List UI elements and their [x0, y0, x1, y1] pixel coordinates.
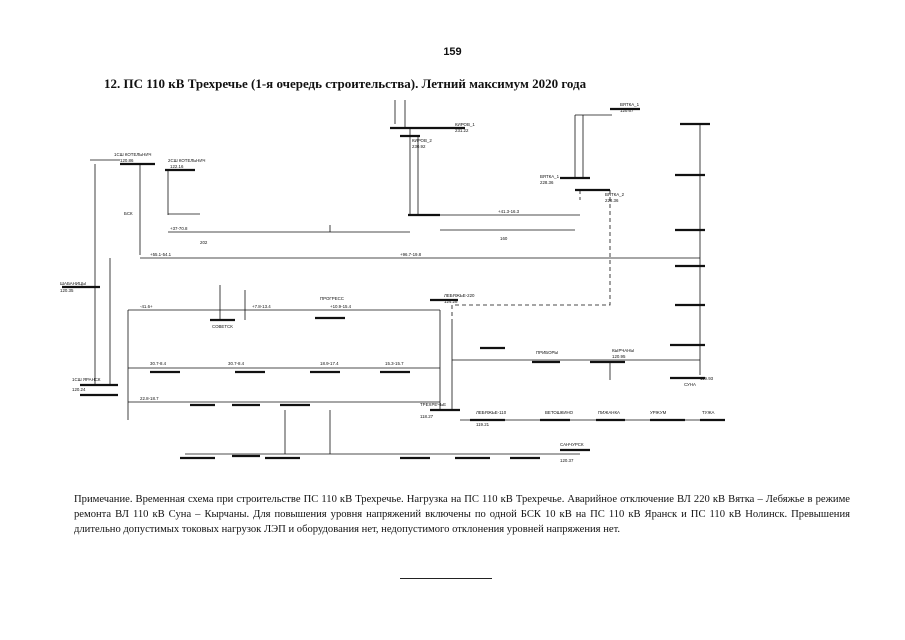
- svg-text:30.7-8.4: 30.7-8.4: [228, 361, 245, 366]
- right-middle-line: ПРИБОРЫ КЫРЧАНЫ 120.95: [452, 346, 700, 380]
- svg-text:ТУЖА: ТУЖА: [702, 410, 715, 415]
- svg-text:ПИЖАНКА: ПИЖАНКА: [598, 410, 620, 415]
- svg-text:120.35: 120.35: [60, 288, 74, 293]
- svg-text:СОВЕТСК: СОВЕТСК: [212, 324, 233, 329]
- svg-text:ЛЕБЯЖЬЕ-220: ЛЕБЯЖЬЕ-220: [444, 293, 475, 298]
- svg-text:120.37: 120.37: [560, 458, 574, 463]
- svg-text:1СШ ЯРАНСК: 1СШ ЯРАНСК: [72, 377, 101, 382]
- page-title: 12. ПС 110 кВ Трехречье (1-я очередь стр…: [104, 76, 587, 91]
- bus-label-kirov2: КИРОВ_2: [412, 138, 432, 143]
- svg-text:+7.8-13.4: +7.8-13.4: [252, 304, 271, 309]
- svg-text:+41.3-16.3: +41.3-16.3: [498, 209, 520, 214]
- svg-text:122.16: 122.16: [170, 164, 184, 169]
- svg-text:124.28: 124.28: [444, 299, 458, 304]
- left-vertical: ШАБАНИЦЫ 120.35 1СШ ЯРАНСК 120.24: [60, 258, 129, 420]
- svg-text:СУНА: СУНА: [684, 382, 696, 387]
- bus-label-kot1: 1СШ КОТЕЛЬНИЧ: [114, 152, 151, 157]
- svg-text:ВЯТКА_1: ВЯТКА_1: [620, 102, 640, 107]
- svg-text:118.27: 118.27: [420, 414, 434, 419]
- svg-text:ТРЕХРЕЧЬЕ: ТРЕХРЕЧЬЕ: [420, 402, 446, 407]
- svg-text:БСК: БСК: [124, 211, 133, 216]
- kotelnich-node: 1СШ КОТЕЛЬНИЧ 120.86 2СШ КОТЕЛЬНИЧ 122.1…: [90, 152, 205, 385]
- footer-rule: [400, 578, 492, 579]
- svg-text:120.86: 120.86: [120, 158, 134, 163]
- bottom-line: САНЧУРСК 120.37: [180, 410, 590, 463]
- svg-text:ПРИБОРЫ: ПРИБОРЫ: [536, 350, 558, 355]
- svg-text:120.67: 120.67: [620, 108, 634, 113]
- svg-text:30.7-8.4: 30.7-8.4: [150, 361, 167, 366]
- svg-text:+37-70.8: +37-70.8: [170, 226, 188, 231]
- svg-text:ПРОГРЕСС: ПРОГРЕСС: [320, 296, 344, 301]
- vyatka-220-node: ВЯТКА_1 228.36 ВЯТКА_2 228.36 ВЯТКА_1 12…: [540, 102, 710, 203]
- svg-text:+10.9-15.4: +10.9-15.4: [330, 304, 352, 309]
- svg-text:15.3-15.7: 15.3-15.7: [385, 361, 404, 366]
- svg-text:230.92: 230.92: [412, 144, 426, 149]
- kirov-220-node: КИРОВ_1 231.22 КИРОВ_2 230.92: [390, 100, 475, 217]
- bus-label-kirov1: КИРОВ_1: [455, 122, 475, 127]
- bus-label-vyatka1-220: ВЯТКА_1: [540, 174, 560, 179]
- svg-text:22.8-18.7: 22.8-18.7: [140, 396, 159, 401]
- svg-text:18.9-17.4: 18.9-17.4: [320, 361, 339, 366]
- middle-line: 30.7-8.4 30.7-8.4 18.9-17.4 15.3-15.7: [128, 310, 453, 410]
- svg-text:119.21: 119.21: [476, 422, 490, 427]
- svg-text:120.95: 120.95: [612, 354, 626, 359]
- sovetsk-progress-line: -41.6+ +7.8-13.4 +10.9-15.4 СОВЕТСК ПРОГ…: [128, 285, 475, 329]
- svg-text:ВЕТОШКИНО: ВЕТОШКИНО: [545, 410, 574, 415]
- svg-text:+96.7-19.8: +96.7-19.8: [400, 252, 422, 257]
- svg-text:САНЧУРСК: САНЧУРСК: [560, 442, 584, 447]
- svg-text:160: 160: [500, 236, 508, 241]
- lower-line: 22.8-18.7 ТРЕХРЕЧЬЕ 118.27 ЛЕБЯЖЬЕ-110 1…: [128, 396, 725, 427]
- svg-text:УРЖУМ: УРЖУМ: [650, 410, 667, 415]
- svg-text:119.93: 119.93: [700, 376, 714, 381]
- svg-text:+55.1-54.1: +55.1-54.1: [150, 252, 172, 257]
- note-paragraph: Примечание. Временная схема при строител…: [74, 494, 850, 535]
- svg-text:231.22: 231.22: [455, 128, 469, 133]
- svg-text:-41.6+: -41.6+: [140, 304, 153, 309]
- page-number: 159: [443, 46, 462, 58]
- svg-text:ШАБАНИЦЫ: ШАБАНИЦЫ: [60, 281, 86, 286]
- svg-text:ЛЕБЯЖЬЕ-110: ЛЕБЯЖЬЕ-110: [476, 410, 507, 415]
- svg-text:КЫРЧАНЫ: КЫРЧАНЫ: [612, 348, 634, 353]
- dashed-line-vyatka-lebyazhye: [451, 190, 611, 320]
- right-vertical: СУНА 119.93: [670, 124, 714, 387]
- bus-label-kot2: 2СШ КОТЕЛЬНИЧ: [168, 158, 205, 163]
- svg-text:228.36: 228.36: [605, 198, 619, 203]
- svg-text:202: 202: [200, 240, 208, 245]
- svg-text:120.24: 120.24: [72, 387, 86, 392]
- svg-text:228.36: 228.36: [540, 180, 554, 185]
- main-lines: +37-70.8 202 +55.1-54.1 +96.7-19.8 +41.3…: [140, 209, 700, 259]
- bus-label-vyatka2-220: ВЯТКА_2: [605, 192, 625, 197]
